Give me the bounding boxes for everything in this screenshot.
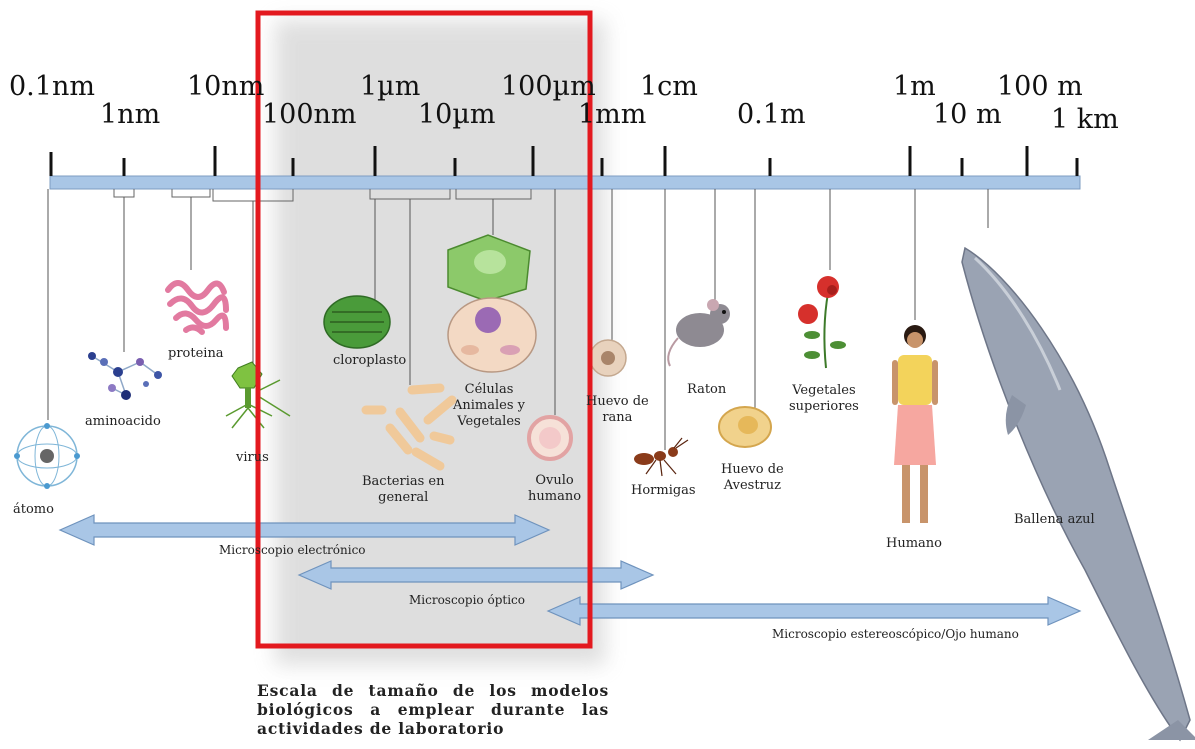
flower-icon xyxy=(798,276,846,369)
scale-label-0.1m: 0.1m xyxy=(737,99,806,130)
bacteria-icon xyxy=(361,383,457,471)
scale-label-1m: 1m xyxy=(893,71,936,102)
label-microscopio-estereoscopico: Microscopio estereoscópico/Ojo humano xyxy=(772,627,1019,641)
scale-label-1cm: 1cm xyxy=(640,71,698,102)
leader-lines xyxy=(47,189,989,450)
scale-label-0.1nm: 0.1nm xyxy=(9,71,95,102)
caption: Escala de tamaño de los modelos biológic… xyxy=(257,681,609,738)
protein-icon xyxy=(165,280,229,335)
label-ballena: Ballena azul xyxy=(1014,512,1095,527)
label-cloroplasto: cloroplasto xyxy=(333,353,407,368)
label-raton: Raton xyxy=(687,382,727,397)
scale-label-10um: 10µm xyxy=(418,99,496,130)
atom-icon xyxy=(14,423,80,489)
label-hormigas: Hormigas xyxy=(631,483,696,498)
label-microscopio-optico: Microscopio óptico xyxy=(409,593,525,607)
arrow-optico xyxy=(297,560,655,590)
mouse-icon xyxy=(667,299,730,367)
ostrich-egg-icon xyxy=(718,406,772,448)
scale-label-10m: 10 m xyxy=(933,99,1002,130)
frog-egg-icon xyxy=(589,339,627,377)
ant-icon xyxy=(634,437,689,477)
label-vegetales: Vegetales superiores xyxy=(789,383,859,414)
label-huevo-rana: Huevo de rana xyxy=(586,394,649,425)
chloroplast-icon xyxy=(323,295,391,349)
scale-bar xyxy=(49,175,1081,190)
highlight-box xyxy=(255,10,593,649)
scale-label-100nm: 100nm xyxy=(262,99,357,130)
scale-label-10nm: 10nm xyxy=(187,71,265,102)
scale-label-1nm: 1nm xyxy=(100,99,161,130)
whale-icon xyxy=(961,246,1195,742)
label-microscopio-electronico: Microscopio electrónico xyxy=(219,543,366,557)
cells-icon xyxy=(447,234,537,373)
scale-label-1um: 1µm xyxy=(360,71,421,102)
ovum-icon xyxy=(527,415,573,461)
scale-label-100um: 100µm xyxy=(501,71,596,102)
aminoacid-icon xyxy=(88,352,162,400)
label-atomo: átomo xyxy=(13,502,54,517)
arrow-electronico xyxy=(58,514,551,546)
human-icon xyxy=(892,325,938,523)
label-huevo-avestruz: Huevo de Avestruz xyxy=(721,462,784,493)
label-proteina: proteina xyxy=(168,346,224,361)
scale-ticks xyxy=(49,146,1079,176)
scale-label-100m: 100 m xyxy=(997,71,1083,102)
label-celulas: Células Animales y Vegetales xyxy=(453,382,525,429)
scale-label-1km: 1 km xyxy=(1051,104,1119,135)
label-virus: virus xyxy=(236,450,269,465)
label-ovulo: Ovulo humano xyxy=(528,473,582,504)
arrow-estereo xyxy=(546,596,1082,626)
highlight-shadow xyxy=(275,20,605,665)
label-bacterias: Bacterias en general xyxy=(362,474,445,505)
label-humano: Humano xyxy=(886,536,942,551)
label-aminoacido: aminoacido xyxy=(85,414,161,429)
scale-label-1mm: 1mm xyxy=(578,99,647,130)
